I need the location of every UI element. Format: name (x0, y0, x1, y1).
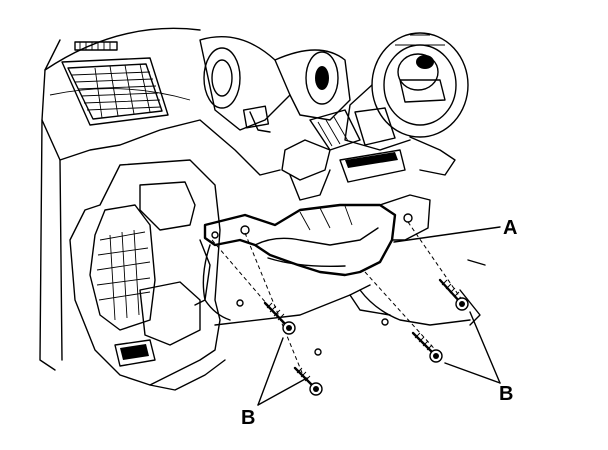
bracket-a (203, 194, 431, 277)
alignment-lines (211, 221, 463, 381)
bolt-right-upper (438, 278, 469, 311)
steering-column (199, 36, 351, 133)
lower-panel (69, 159, 226, 391)
harness-wire (202, 244, 486, 326)
bolt-right-lower (411, 331, 443, 363)
ignition-cylinder (344, 32, 469, 176)
bolt-left-upper (263, 301, 296, 335)
leader-lines (257, 226, 501, 406)
callout-b-left-label: B (241, 407, 255, 429)
connector-tab (74, 41, 118, 51)
callout-b-right-label: B (499, 383, 513, 405)
wiring-connectors (281, 107, 406, 201)
dashboard-panel (39, 27, 281, 371)
callout-a-label: A (503, 217, 517, 239)
air-vent (61, 57, 169, 126)
bolt-left-lower (293, 366, 323, 396)
